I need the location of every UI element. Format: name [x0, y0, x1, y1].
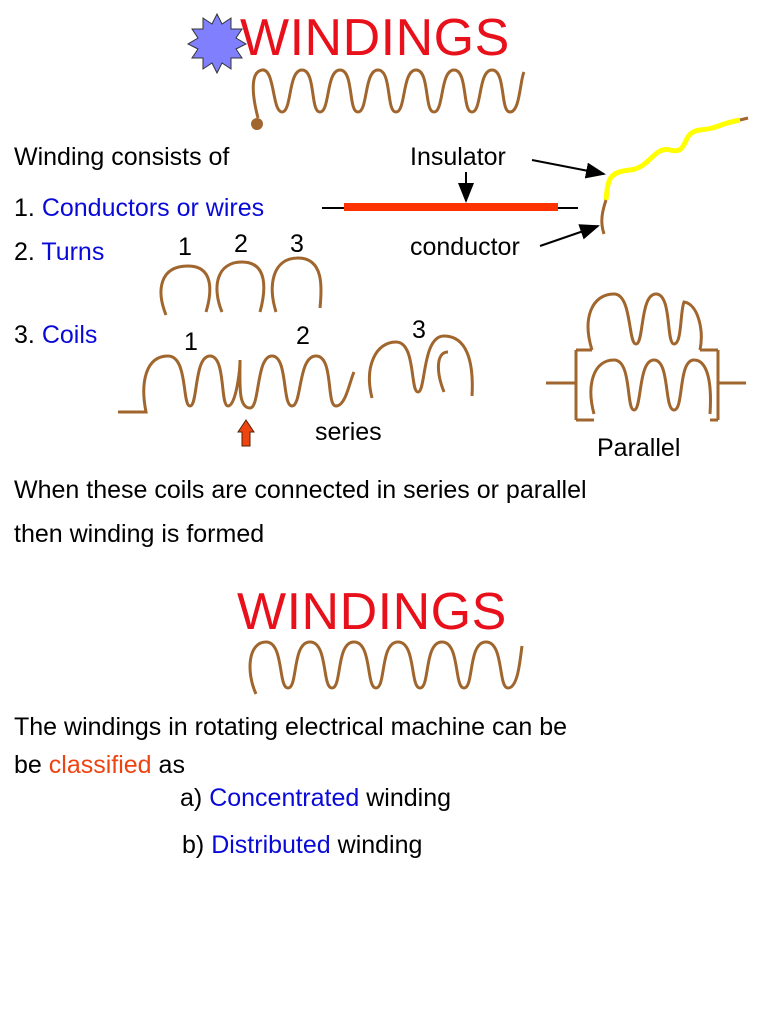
conductor-bar: [344, 203, 558, 211]
series-label: series: [315, 418, 382, 446]
list-num-3: 3.: [14, 321, 35, 349]
list-num-1: 1.: [14, 194, 35, 222]
conductor-core: [600, 199, 608, 235]
turn-number-2: 2: [234, 230, 248, 258]
insulator-label: Insulator: [410, 143, 506, 171]
conductor-label: conductor: [410, 233, 520, 261]
coil-number-3: 3: [412, 316, 426, 344]
title-coil-top: [251, 68, 526, 119]
turns-graphic: [159, 256, 323, 316]
intro-text: Winding consists of: [14, 143, 230, 171]
conductor-arrow: [539, 224, 600, 247]
option-b-highlight: Distributed: [211, 831, 331, 859]
classified-highlight: classified: [48, 751, 152, 779]
option-concentrated: a) Concentrated winding: [180, 784, 451, 813]
series-coils-graphic: [118, 334, 474, 414]
coil-end-dot: [251, 118, 263, 130]
line2-pre: be: [14, 751, 49, 779]
classification-line-1: The windings in rotating electrical mach…: [14, 713, 568, 741]
option-a-highlight: Concentrated: [209, 784, 360, 812]
insulator-wire: [603, 117, 741, 201]
turn-number-3: 3: [290, 230, 304, 258]
conclusion-line-2: then winding is formed: [14, 520, 265, 548]
parallel-label: Parallel: [597, 434, 681, 462]
option-b-prefix: b): [182, 831, 212, 859]
list-text-conductors: Conductors or wires: [41, 194, 265, 222]
line2-post: as: [151, 751, 185, 779]
list-text-coils: Coils: [41, 321, 98, 349]
classification-line-2: be classified as: [14, 751, 185, 780]
list-text-turns: Turns: [41, 238, 105, 266]
conclusion-line-1: When these coils are connected in series…: [14, 476, 587, 504]
option-distributed: b) Distributed winding: [182, 831, 422, 860]
title-coil-bottom: [248, 640, 524, 695]
list-item-turns: 2. Turns: [14, 238, 104, 267]
list-item-conductors: 1. Conductors or wires: [14, 194, 264, 223]
wire-tail: [739, 116, 749, 122]
coil-number-1: 1: [184, 328, 198, 356]
list-num-2: 2.: [14, 238, 35, 266]
option-a-prefix: a): [180, 784, 210, 812]
slide2-title: WINDINGS: [237, 583, 507, 641]
star-burst-icon: [186, 12, 248, 75]
insulator-arrow: [531, 159, 606, 179]
up-arrow-icon: [237, 419, 255, 447]
list-item-coils: 3. Coils: [14, 321, 97, 350]
coil-number-2: 2: [296, 322, 310, 350]
parallel-coils-graphic: [546, 292, 746, 422]
slide1-title: WINDINGS: [240, 9, 510, 67]
turn-number-1: 1: [178, 233, 192, 261]
option-a-suffix: winding: [359, 784, 452, 812]
option-b-suffix: winding: [330, 831, 423, 859]
